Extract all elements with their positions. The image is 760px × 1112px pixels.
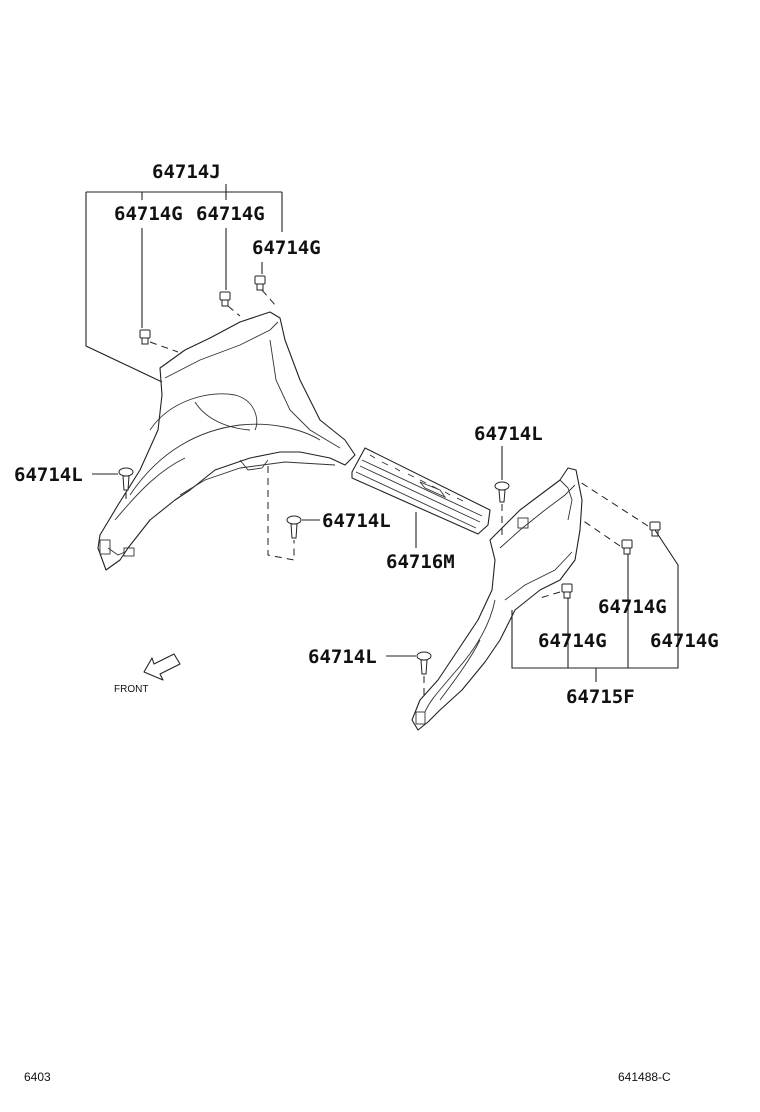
label-64714L-left: 64714L [14,464,83,486]
footer-left-code: 6403 [24,1070,51,1084]
clip-64714G-right-3 [649,521,661,537]
label-64714G-right-2: 64714G [538,630,607,652]
leader-lines [85,184,679,682]
clip-64714G-left-3 [254,275,266,291]
footer-right-code: 641488-C [618,1070,671,1084]
front-label: FRONT [114,684,148,695]
label-64714G-left-3: 64714G [252,237,321,259]
clip-64714G-left-1 [139,329,151,345]
label-64714G-left-2: 64714G [196,203,265,225]
clip-64714G-right-1 [561,583,573,599]
label-64714G-right-1: 64714G [598,596,667,618]
left-quarter-trim-panel [97,311,356,571]
step-plate [351,447,491,535]
label-64715F: 64715F [566,686,635,708]
front-arrow-icon [143,653,181,681]
label-64714J: 64714J [152,161,221,183]
clip-64714G-right-2 [621,539,633,555]
right-quarter-trim-panel [411,467,583,731]
label-64714G-left-1: 64714G [114,203,183,225]
clip-64714L-center [286,515,302,539]
clip-64714L-left [118,467,134,491]
clip-64714G-left-2 [219,291,231,307]
label-64716M: 64716M [386,551,455,573]
label-64714L-right-bottom: 64714L [308,646,377,668]
label-64714L-right-top: 64714L [474,423,543,445]
label-64714L-center: 64714L [322,510,391,532]
label-64714G-right-3: 64714G [650,630,719,652]
clip-64714L-right-top [494,481,510,503]
clip-64714L-right-bottom [416,651,432,675]
install-lines [125,289,649,700]
